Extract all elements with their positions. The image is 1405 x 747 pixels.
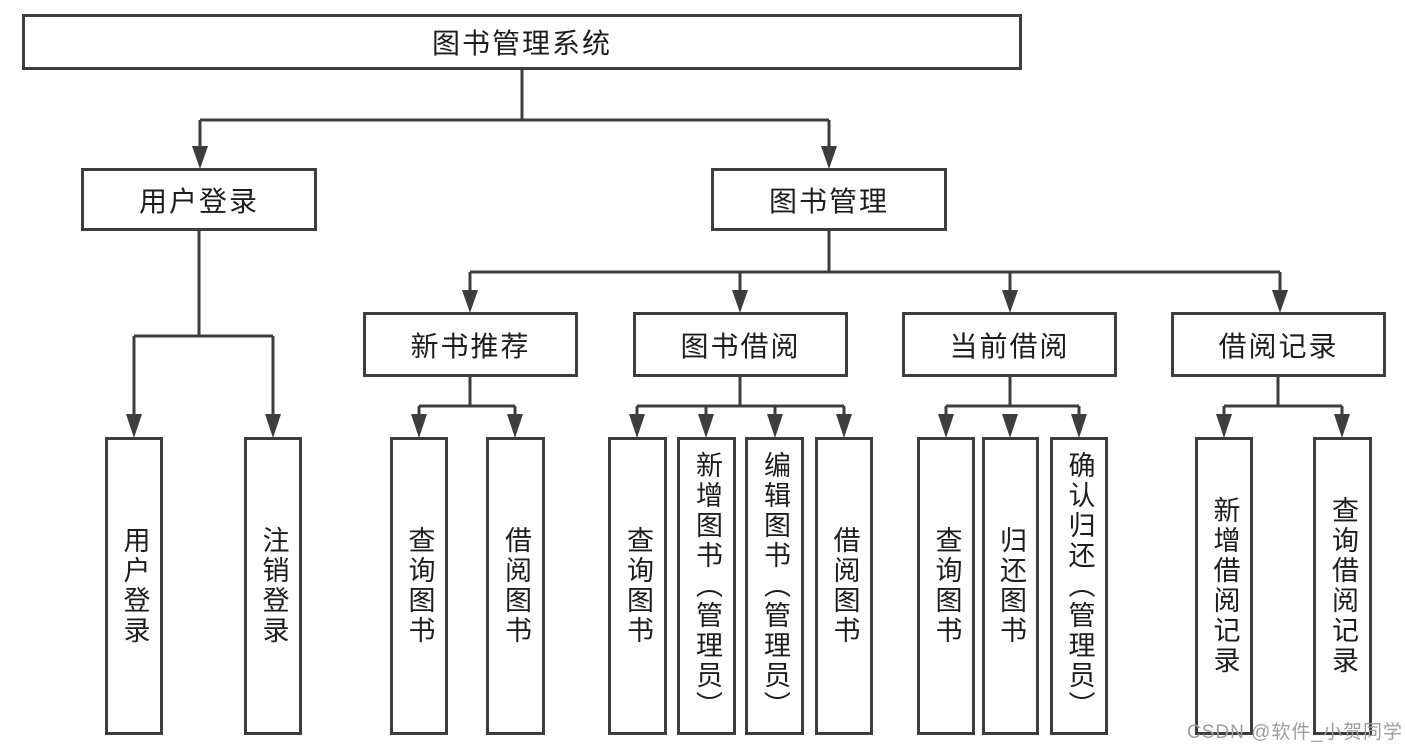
- node-new-book-recommend: 新书推荐: [363, 312, 578, 377]
- node-borrowing-records: 借阅记录: [1171, 312, 1386, 377]
- leaf-nb-borrow-books: 借阅图书: [486, 437, 545, 735]
- leaf-bb-query-books: 查询图书: [608, 437, 667, 735]
- leaf-nb-query-books-label: 查询图书: [404, 526, 435, 646]
- node-user-login: 用户登录: [81, 168, 317, 231]
- leaf-br-add-record-label: 新增借阅记录: [1209, 496, 1240, 676]
- leaf-cb-return-books: 归还图书: [982, 437, 1039, 735]
- leaf-nb-query-books: 查询图书: [390, 437, 448, 735]
- leaf-cb-confirm-return: 确认归还（管理员）: [1050, 437, 1108, 735]
- node-new-book-recommend-label: 新书推荐: [410, 330, 531, 362]
- leaf-bb-add-books: 新增图书（管理员）: [677, 437, 736, 735]
- leaf-br-add-record: 新增借阅记录: [1195, 437, 1253, 735]
- leaf-cb-query-books: 查询图书: [917, 437, 975, 735]
- leaf-bb-edit-books: 编辑图书（管理员）: [745, 437, 804, 735]
- leaf-bb-borrow-books: 借阅图书: [815, 437, 873, 735]
- node-book-management-label: 图书管理: [768, 185, 889, 217]
- csdn-watermark: CSDN @软件_小贺同学: [1187, 722, 1403, 743]
- arrowheads: [126, 146, 1350, 438]
- leaf-bb-edit-books-label: 编辑图书（管理员）: [760, 451, 790, 721]
- node-current-borrowing: 当前借阅: [902, 312, 1117, 377]
- leaf-br-query-record: 查询借阅记录: [1313, 437, 1372, 735]
- leaf-user-login: 用户登录: [105, 437, 163, 735]
- leaf-cb-return-books-label: 归还图书: [996, 526, 1026, 646]
- node-book-management: 图书管理: [711, 168, 947, 231]
- leaf-cb-confirm-return-label: 确认归还（管理员）: [1064, 451, 1095, 721]
- node-current-borrowing-label: 当前借阅: [949, 330, 1070, 362]
- leaf-logout-label: 注销登录: [258, 526, 289, 646]
- node-root-system: 图书管理系统: [22, 14, 1022, 70]
- node-borrowing-records-label: 借阅记录: [1218, 330, 1339, 362]
- leaf-br-query-record-label: 查询借阅记录: [1328, 496, 1358, 676]
- leaf-bb-borrow-books-label: 借阅图书: [829, 526, 860, 646]
- leaf-user-login-label: 用户登录: [119, 526, 150, 646]
- leaf-bb-query-books-label: 查询图书: [623, 526, 653, 646]
- node-root-system-label: 图书管理系统: [431, 28, 612, 59]
- node-user-login-label: 用户登录: [138, 185, 259, 217]
- leaf-bb-add-books-label: 新增图书（管理员）: [692, 451, 722, 721]
- node-book-borrowing-label: 图书借阅: [680, 330, 801, 362]
- connector-paths: [132, 70, 1344, 415]
- leaf-logout: 注销登录: [244, 437, 302, 735]
- node-book-borrowing: 图书借阅: [633, 312, 848, 377]
- leaf-nb-borrow-books-label: 借阅图书: [501, 526, 531, 646]
- leaf-cb-query-books-label: 查询图书: [931, 526, 962, 646]
